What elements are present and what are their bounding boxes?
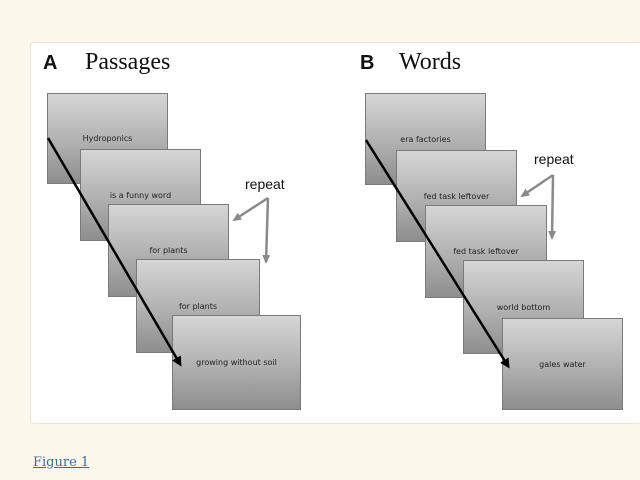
panel-b-card-2-text: fed task leftover bbox=[423, 191, 490, 201]
panel-b-repeat-label: repeat bbox=[534, 151, 574, 167]
panel-b-card-5-text: gales water bbox=[539, 359, 586, 369]
panel-a-title: Passages bbox=[85, 49, 171, 75]
figure-1-link[interactable]: Figure 1 bbox=[33, 455, 90, 470]
panel-a-card-5-text: growing without soil bbox=[196, 358, 277, 367]
panel-b-card-4-text: world bottom bbox=[496, 302, 551, 312]
panel-a-card-2-text: is a funny word bbox=[109, 190, 172, 200]
panel-a-letter: A bbox=[43, 52, 58, 74]
panel-b-letter: B bbox=[360, 52, 375, 74]
panel-b-card-1-text: era factories bbox=[400, 134, 451, 144]
panel-a-repeat-label: repeat bbox=[245, 176, 285, 192]
panel-a-card-1-text: Hydroponics bbox=[82, 134, 133, 143]
panel-b-card-5: gales water bbox=[502, 318, 623, 410]
panel-b-card-3-text: fed task leftover bbox=[453, 247, 519, 256]
panel-a-card-5: growing without soil bbox=[172, 315, 301, 410]
panel-a-card-3-text: for plants bbox=[149, 246, 188, 255]
panel-b-title: Words bbox=[399, 49, 462, 75]
panel-a-card-4-text: for plants bbox=[178, 301, 218, 311]
